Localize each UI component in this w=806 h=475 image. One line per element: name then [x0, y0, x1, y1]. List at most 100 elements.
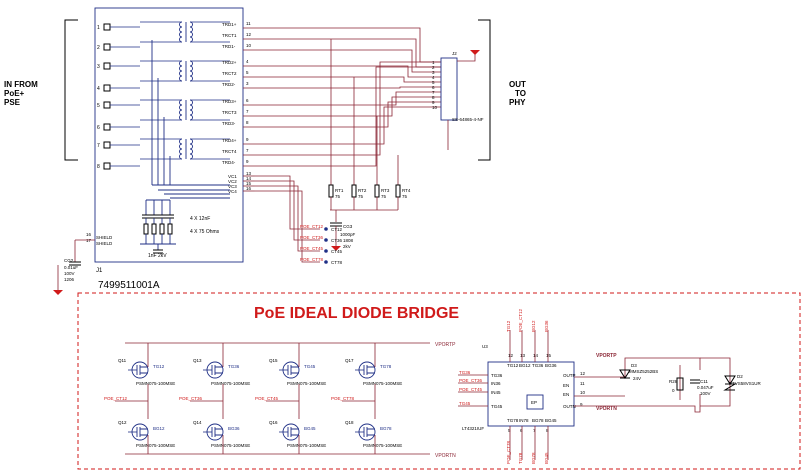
- j1-vc-label: VC4: [228, 189, 237, 194]
- j1-net-label: TRD2+: [222, 60, 237, 65]
- j2-pin-number: 10: [432, 105, 438, 110]
- j1-vc-label: VC2: [228, 179, 237, 184]
- d3-val: 24V: [633, 376, 641, 381]
- poe-ct-tag: CT36: [331, 238, 343, 243]
- mosfet-part: PSMN075-100MSE: [363, 443, 402, 448]
- poe-ct-dot: [324, 249, 328, 253]
- j2-pin-number: 6: [432, 85, 435, 90]
- u3-top-net: TG12: [506, 320, 511, 332]
- cg2-v3: 1206: [64, 277, 75, 282]
- u3-ep: EP: [531, 400, 537, 405]
- poe-ct-dot: [324, 238, 328, 242]
- u3-top-pin: TG12: [507, 363, 519, 368]
- poe-ct-tag: CT12: [331, 227, 343, 232]
- shield-pin-2: 17: [86, 238, 92, 243]
- r28-ref: R28: [669, 379, 678, 384]
- bridge-ct-net: POE_CT36: [179, 396, 203, 401]
- rt-ref: RT4: [402, 188, 411, 193]
- output-label-line3: PHY: [509, 98, 526, 107]
- rt-ref: RT2: [358, 188, 367, 193]
- mosfet-ref: Q18: [345, 420, 354, 425]
- j1-outline: [94, 7, 244, 263]
- mosfet-ref: Q12: [118, 420, 127, 425]
- j1-pin-number: 5: [97, 103, 100, 109]
- u3-top-net: BG36: [544, 320, 549, 332]
- j1-net-label: TRD3-: [222, 121, 236, 126]
- u3-top-pin-num: 13: [520, 353, 526, 358]
- j1-rc-network: [140, 214, 176, 254]
- u3-body: [487, 361, 575, 427]
- j2-part: SS-64865-4-NF: [452, 117, 484, 122]
- mosfet-ref: Q17: [345, 358, 354, 363]
- bridge-ct-net: POE_CT45: [255, 396, 279, 401]
- rt-value: 75: [358, 194, 364, 199]
- poe-ct-net: POE_CT36: [300, 235, 324, 240]
- j1-net-label: TRD3+: [222, 99, 237, 104]
- j1-pin-number: 7: [97, 143, 100, 149]
- cg3-v3: 2kV: [343, 244, 351, 249]
- u3-top-pin-num: 12: [508, 353, 514, 358]
- bridge-ct-net: POE_CT12: [104, 396, 128, 401]
- c11-v1: 0.047uF: [697, 385, 714, 390]
- u3-left-pin: TG45: [491, 404, 503, 409]
- j1-right-pin-number: 4: [246, 59, 249, 64]
- j1-vc-label: VC3: [228, 184, 237, 189]
- mosfet-gate: TG36: [228, 364, 240, 369]
- transformer: [140, 138, 230, 160]
- j1-right-pin-number: 9: [246, 159, 249, 164]
- u3-left-net: TG45: [459, 401, 471, 406]
- u3-left-net: POE_CT36: [459, 378, 483, 383]
- cg2-v1: 0.01uF: [64, 265, 78, 270]
- u3-left-pin: IN36: [491, 381, 501, 386]
- vportp-arrow-label: VPORTP: [435, 342, 456, 348]
- u3-ref: U3: [482, 344, 488, 349]
- j1-pin-number: 3: [97, 64, 100, 70]
- poe-ct-tag: CT78: [331, 260, 343, 265]
- u3-bottom-pin: IN78: [519, 418, 529, 423]
- u3-top-pin: BG36: [545, 363, 557, 368]
- poe-ct-net: POE_CT12: [300, 224, 324, 229]
- mosfet-gate: TG45: [304, 364, 316, 369]
- j1-right-pin-number: 6: [246, 98, 249, 103]
- u3-bottom-pin-num: 5: [508, 428, 511, 433]
- u3-top-pin: BG12: [519, 363, 531, 368]
- u3-left-pin: IN45: [491, 390, 501, 395]
- poe-ct-net: POE_CT45: [300, 246, 324, 251]
- c11-ref: C11: [700, 379, 708, 384]
- j1-pin-number: 1: [97, 25, 100, 31]
- u3-right-pin-num: 12: [580, 371, 586, 376]
- input-label-line3: PSE: [4, 98, 21, 107]
- j2-pin-number: 1: [432, 60, 435, 65]
- transformer: [140, 60, 230, 82]
- cg3-v1: 1000pF: [340, 232, 356, 237]
- mosfet-ref: Q11: [118, 358, 127, 363]
- mosfet-gate: BG78: [380, 426, 392, 431]
- j1-right-pin-number: 9: [246, 137, 249, 142]
- vportp-label: VPORTP: [596, 353, 617, 359]
- transformer: [140, 21, 230, 43]
- u3-left-pin: TG36: [491, 373, 503, 378]
- u3-top-net: POE_CT12: [518, 308, 523, 332]
- transformer: [140, 99, 230, 121]
- mosfet-part: PSMN075-100MSE: [211, 381, 250, 386]
- j1-pin-box: [103, 123, 111, 131]
- j1-part-number: 7499511001A: [98, 280, 160, 291]
- u3-bottom-net: BG45: [544, 452, 549, 464]
- j1-1nf-label: 1nF 2kV: [148, 253, 167, 259]
- u3-top-pin-num: 15: [546, 353, 552, 358]
- c11-v2: 100V: [700, 391, 711, 396]
- cg2-v2: 100V: [64, 271, 75, 276]
- output-brace: [478, 19, 491, 161]
- j2-pin-number: 5: [432, 80, 435, 85]
- j1-net-label: TRD4+: [222, 138, 237, 143]
- j1-net-label: TRCT4: [222, 149, 237, 154]
- vportn-arrow-label: VPORTN: [435, 453, 456, 459]
- mosfet-ref: Q16: [269, 420, 278, 425]
